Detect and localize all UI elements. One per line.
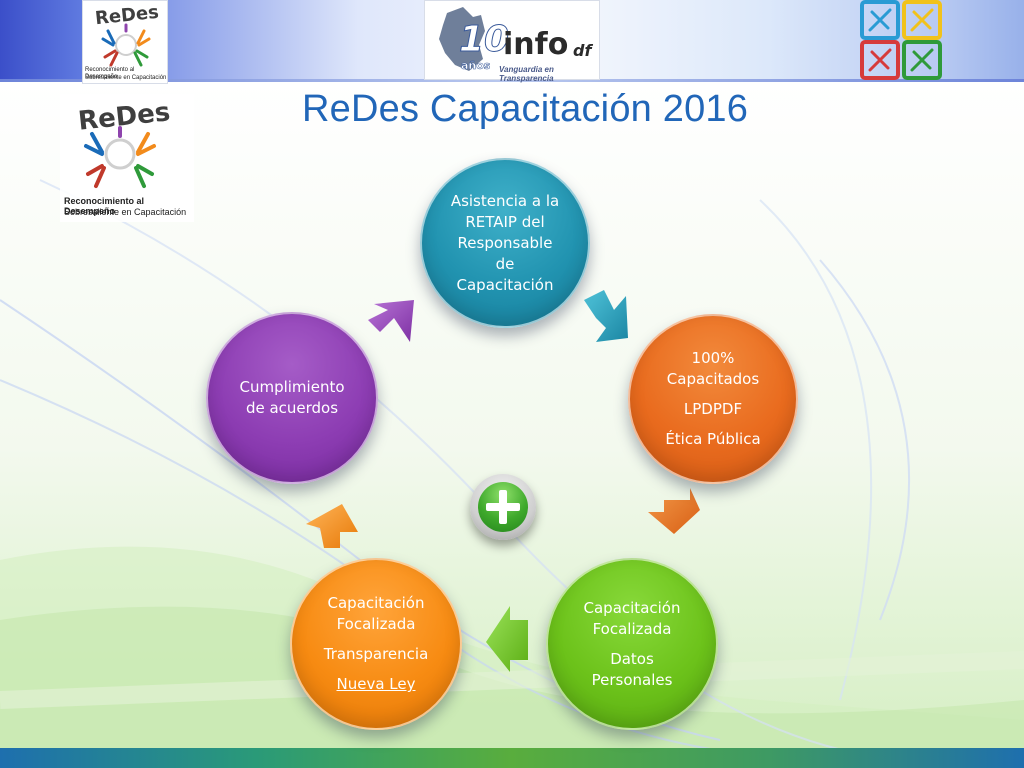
info-logo-years: años [461,59,491,73]
page-title: ReDes Capacitación 2016 [302,88,749,130]
node-datos-personales: Capacitación Focalizada Datos Personales [546,558,718,730]
info-logo-suffix: df [573,41,592,60]
city-map-icon [439,7,485,71]
plus-icon [486,490,520,524]
arrow-purple-icon [368,300,414,342]
arrow-amber-icon [306,504,358,548]
node-datos-heading: Capacitación [583,598,681,617]
node-asistencia-line: Responsable [457,233,553,252]
node-transparencia-item: Transparencia [323,645,429,663]
info-df-logo: 10 años info df Vanguardia en Transparen… [424,0,600,84]
info-logo-tagline: Vanguardia en Transparencia [499,65,554,84]
redes-small-caption-2: Sobresaliente en Capacitación [85,75,167,81]
node-capacitados-heading: 100% [691,349,735,367]
arrow-green-icon [486,606,528,672]
arrow-orange-icon [648,488,700,534]
node-cumplimiento-acuerdos: Cumplimiento de acuerdos [206,312,378,484]
node-cumplimiento-line: Cumplimiento [239,378,345,396]
redes-small-logo: ReDes Reconocimiento al Desempeño Sobres… [82,0,168,84]
add-button[interactable] [470,474,536,540]
node-transparencia: Capacitación Focalizada Transparencia Nu… [290,558,462,730]
add-button-face [478,482,528,532]
node-datos-heading: Focalizada [592,619,672,638]
arrow-teal-icon [584,290,628,342]
node-capacitados-item: LPDPDF [683,400,743,418]
info-logo-word: info [503,27,569,62]
node-capacitados-heading: Capacitados [666,370,760,388]
node-transparencia-heading: Focalizada [336,615,416,633]
node-cumplimiento-line: de acuerdos [245,399,339,417]
footer-band [0,748,1024,768]
node-datos-item: Personales [591,670,673,689]
quadrant-logo [860,0,944,82]
redes-large-caption-2: Sobresaliente en Capacitación [64,207,187,217]
node-capacitados: 100% Capacitados LPDPDF Ética Pública [628,314,798,484]
node-asistencia-line: Capacitación [456,275,554,294]
redes-figures-icon [101,23,151,67]
info-logo-number: 10 [458,19,510,61]
quadrant-logo-icon [860,0,942,80]
redes-large-logo: ReDes Reconocimiento al Desempeño Sobres… [60,94,194,222]
redes-large-caption-1: Reconocimiento al Desempeño [64,196,145,217]
node-capacitados-item: Ética Pública [665,430,761,448]
node-asistencia-line: Asistencia a la [450,191,560,210]
node-datos-item: Datos [610,649,654,668]
node-transparencia-heading: Capacitación [327,594,425,612]
redes-figures-icon [84,126,156,188]
redes-small-caption-1: Reconocimiento al Desempeño [85,67,135,80]
node-asistencia-retaip: Asistencia a la RETAIP del Responsable d… [420,158,590,328]
node-asistencia-line: RETAIP del [465,212,545,231]
nueva-ley-link[interactable]: Nueva Ley [336,675,416,693]
node-asistencia-line: de [495,254,515,273]
